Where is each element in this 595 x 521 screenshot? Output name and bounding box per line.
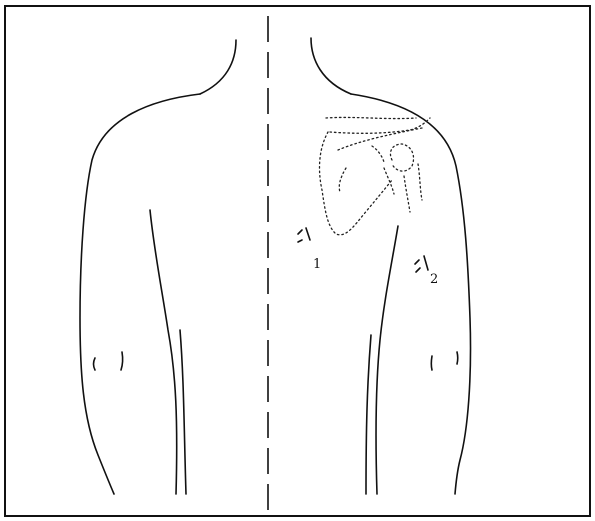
humeral-head-outline <box>390 144 413 171</box>
joint-capsule-line <box>372 146 384 162</box>
acromion-line <box>338 128 422 150</box>
scapular-spine <box>330 118 430 133</box>
scapula-outline <box>320 132 392 235</box>
point-1-marker <box>298 228 310 242</box>
right-torso-outline <box>376 226 398 494</box>
left-torso-outline <box>150 210 177 494</box>
right-inner-arm-outline <box>366 335 371 494</box>
left-inner-arm-outline <box>180 330 186 494</box>
right-elbow-mark-inner <box>457 352 458 364</box>
point-2-marker <box>415 256 428 272</box>
left-elbow-mark-outer <box>94 358 96 370</box>
left-elbow-mark-inner <box>121 352 123 370</box>
humerus-shaft-outer <box>418 164 422 200</box>
scapula-inner-line <box>339 168 346 192</box>
right-arm-outer-outline <box>351 94 471 494</box>
left-arm-outer-outline <box>80 94 200 494</box>
clavicle-line <box>326 117 416 118</box>
neck-left-outline <box>200 40 236 94</box>
right-elbow-mark-outer <box>431 356 432 370</box>
point-1-label: 1 <box>313 257 321 272</box>
humerus-shaft-inner <box>404 176 410 212</box>
point-2-label: 2 <box>430 272 438 287</box>
glenoid-line <box>384 168 394 194</box>
neck-right-outline <box>311 38 351 94</box>
